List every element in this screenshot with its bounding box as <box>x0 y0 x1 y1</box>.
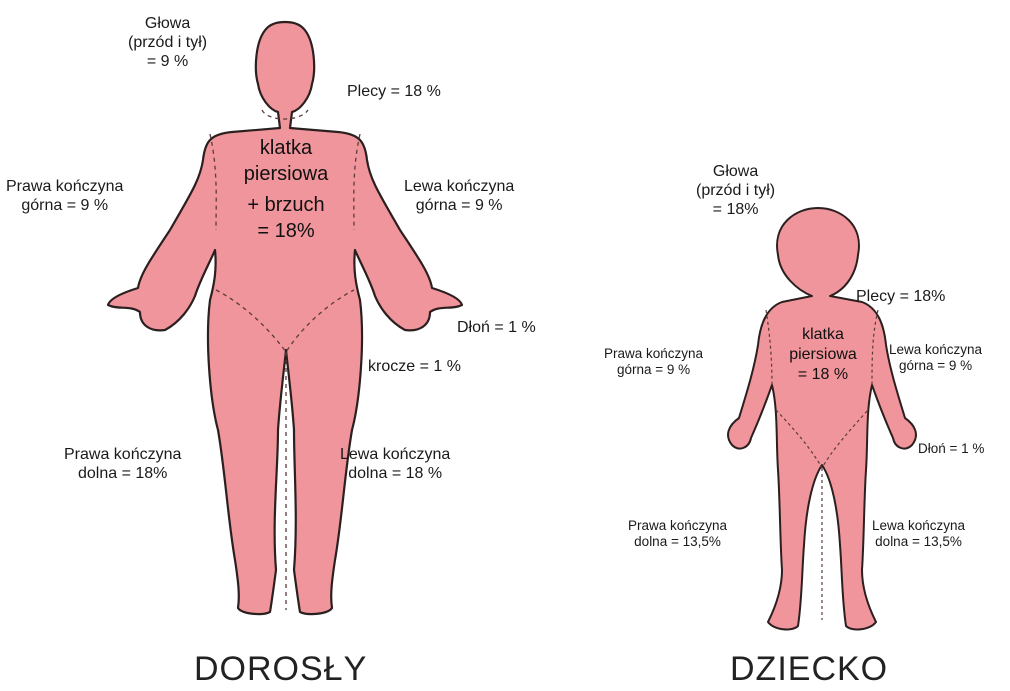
adult-left-leg-text-2: dolna = 18 % <box>340 464 450 483</box>
adult-figure <box>108 22 462 614</box>
child-left-arm-text-1: Lewa kończyna <box>889 342 982 358</box>
adult-right-leg-label: Prawa kończyna dolna = 18% <box>64 445 181 483</box>
adult-chest-text-3: + brzuch <box>226 193 346 219</box>
child-left-arm-label: Lewa kończyna górna = 9 % <box>889 342 982 374</box>
child-right-arm-label: Prawa kończyna górna = 9 % <box>604 346 703 378</box>
adult-chest-label: klatka piersiowa + brzuch = 18% <box>226 136 346 244</box>
child-chest-text-2: piersiowa <box>762 345 884 365</box>
adult-back-label: Plecy = 18 % <box>347 82 441 101</box>
child-right-leg-label: Prawa kończyna dolna = 13,5% <box>628 518 727 550</box>
adult-right-leg-text-2: dolna = 18% <box>64 464 181 483</box>
adult-perineum-label: krocze = 1 % <box>368 357 461 376</box>
adult-chest-text-1: klatka <box>226 136 346 162</box>
adult-head-label: Głowa (przód i tył) = 9 % <box>128 14 207 72</box>
child-chest-label: klatka piersiowa = 18 % <box>762 325 884 385</box>
adult-chest-text-4: = 18% <box>226 219 346 245</box>
child-left-leg-text-1: Lewa kończyna <box>872 518 965 534</box>
child-right-leg-text-2: dolna = 13,5% <box>628 534 727 550</box>
child-figure <box>728 208 916 629</box>
child-right-arm-text-2: górna = 9 % <box>604 362 703 378</box>
adult-left-arm-text-1: Lewa kończyna <box>404 177 514 196</box>
adult-left-leg-text-1: Lewa kończyna <box>340 445 450 464</box>
adult-left-leg-label: Lewa kończyna dolna = 18 % <box>340 445 450 483</box>
adult-head-text-1: Głowa <box>128 14 207 33</box>
adult-head-text-2: (przód i tył) <box>128 33 207 52</box>
adult-left-arm-text-2: górna = 9 % <box>404 196 514 215</box>
adult-right-arm-label: Prawa kończyna górna = 9 % <box>6 177 123 215</box>
adult-left-arm-label: Lewa kończyna górna = 9 % <box>404 177 514 215</box>
child-head-text-3: = 18% <box>696 200 775 219</box>
adult-right-leg-text-1: Prawa kończyna <box>64 445 181 464</box>
child-palm-label: Dłoń = 1 % <box>918 441 984 457</box>
child-chest-text-3: = 18 % <box>762 365 884 385</box>
child-head-label: Głowa (przód i tył) = 18% <box>696 162 775 220</box>
child-back-label: Plecy = 18% <box>856 287 945 306</box>
child-chest-text-1: klatka <box>762 325 884 345</box>
adult-right-arm-text-2: górna = 9 % <box>6 196 123 215</box>
child-left-arm-text-2: górna = 9 % <box>889 358 982 374</box>
child-right-arm-text-1: Prawa kończyna <box>604 346 703 362</box>
child-head-text-2: (przód i tył) <box>696 181 775 200</box>
adult-chest-text-2: piersiowa <box>226 162 346 188</box>
child-right-leg-text-1: Prawa kończyna <box>628 518 727 534</box>
child-left-leg-text-2: dolna = 13,5% <box>872 534 965 550</box>
adult-head-text-3: = 9 % <box>128 52 207 71</box>
adult-body-outline <box>108 22 462 614</box>
child-left-leg-label: Lewa kończyna dolna = 13,5% <box>872 518 965 550</box>
adult-right-arm-text-1: Prawa kończyna <box>6 177 123 196</box>
adult-caption: DOROSŁY <box>194 650 367 689</box>
child-head-text-1: Głowa <box>696 162 775 181</box>
adult-palm-label: Dłoń = 1 % <box>457 318 536 337</box>
child-caption: DZIECKO <box>730 650 888 689</box>
